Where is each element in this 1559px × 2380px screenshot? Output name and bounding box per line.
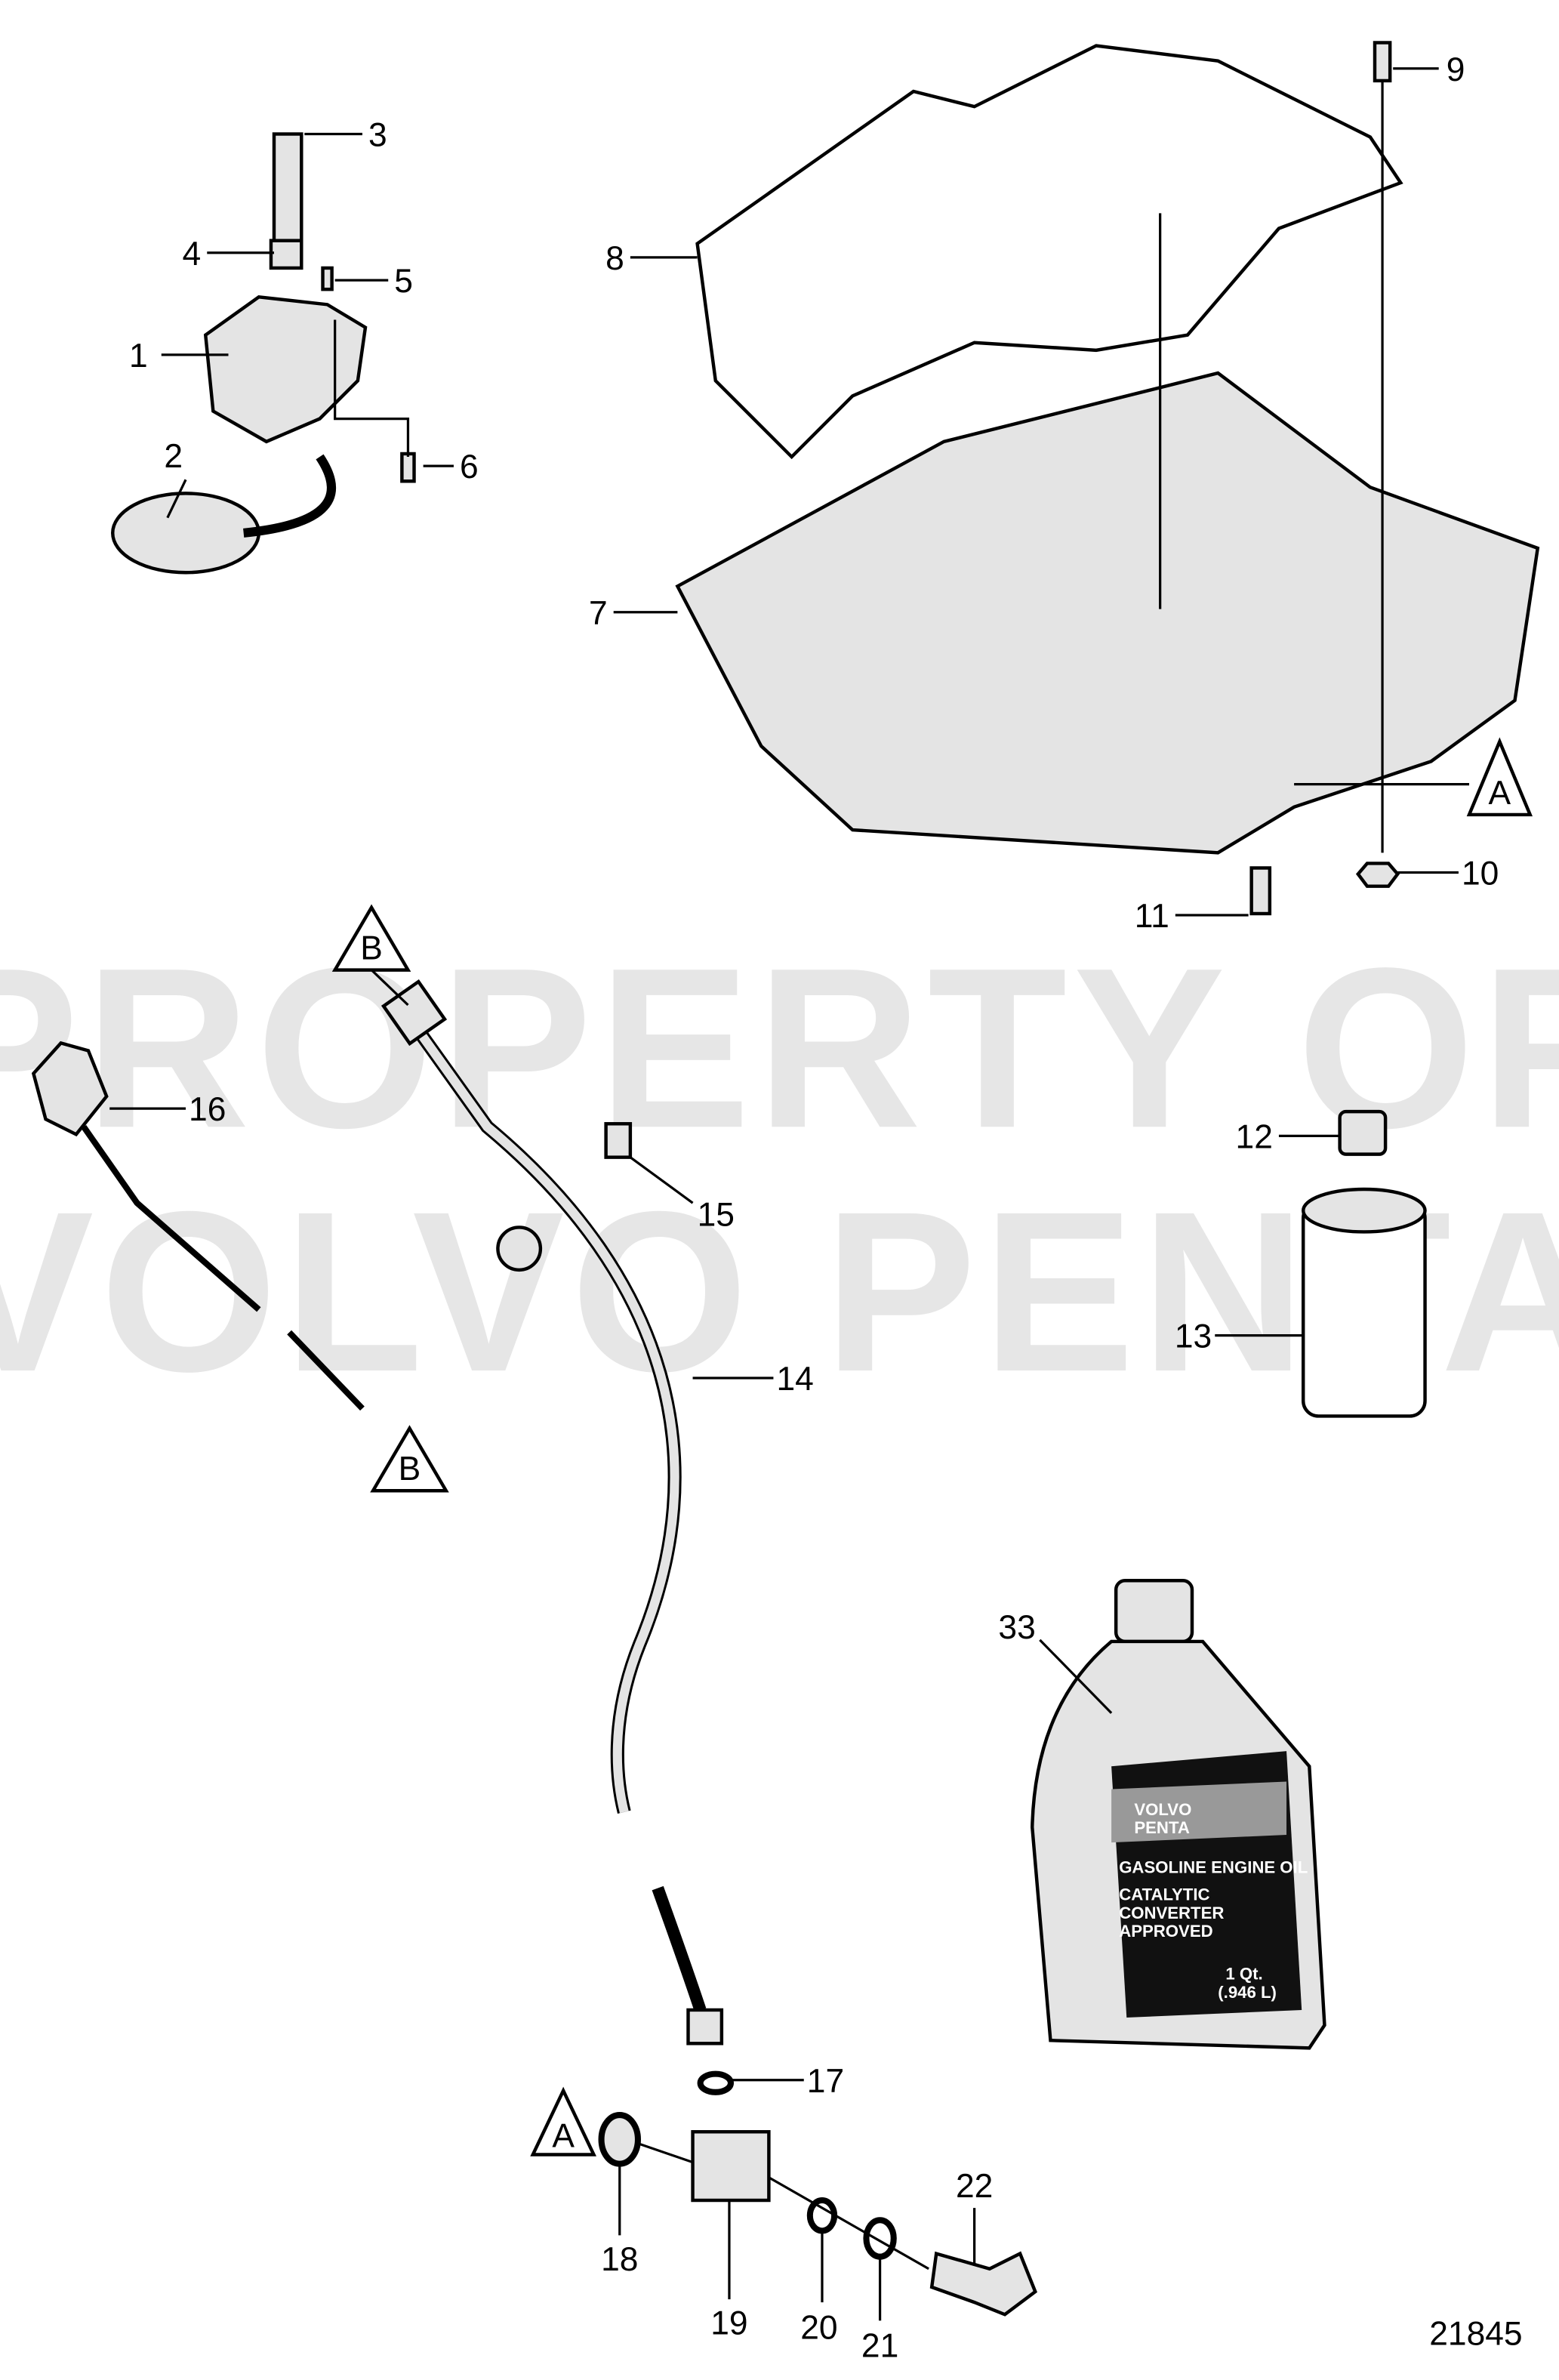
bottle-claim-1: CATALYTIC <box>1119 1885 1209 1904</box>
callout-19: 19 <box>710 2304 747 2341</box>
reference-b-marker: B <box>331 904 411 1007</box>
bracket-bolt-part <box>604 1122 633 1159</box>
bottle-claim-3: APPROVED <box>1119 1922 1212 1941</box>
engine-oil-bottle-part: VOLVO PENTA GASOLINE ENGINE OIL CATALYTI… <box>1031 1579 1326 2050</box>
callout-18: 18 <box>601 2241 638 2278</box>
filter-nipple-part <box>1338 1109 1388 1156</box>
watermark-line-1: PROPERTY OF <box>0 920 1559 1176</box>
bottle-volume-2: (.946 L) <box>1218 1983 1277 2002</box>
figure-number: 21845 <box>1429 2316 1522 2353</box>
hose-fitting-part <box>686 2008 724 2046</box>
washer-21-part <box>863 2217 897 2260</box>
o-ring-20-part <box>806 2197 838 2234</box>
bottle-volume-1: 1 Qt. <box>1225 1965 1262 1984</box>
callout-1: 1 <box>129 338 148 375</box>
callout-9: 9 <box>1447 51 1465 88</box>
callout-6: 6 <box>460 449 479 486</box>
oil-pan-gasket-part <box>695 44 1403 460</box>
callout-11: 11 <box>1135 898 1169 935</box>
callout-7: 7 <box>589 595 608 632</box>
callout-33: 33 <box>998 1609 1035 1646</box>
drain-plug-part <box>929 2251 1037 2317</box>
callout-21: 21 <box>861 2328 898 2365</box>
o-ring-17-part <box>697 2070 735 2095</box>
nut-part <box>1355 862 1400 888</box>
pan-bolt-part <box>1249 866 1272 916</box>
oil-pump-assembly <box>111 132 416 575</box>
oil-pump-part <box>203 294 368 444</box>
callout-14: 14 <box>776 1361 813 1398</box>
watermark-line-2: VOLVO PENTA <box>0 1164 1559 1420</box>
bottle-claim-2: CONVERTER <box>1119 1904 1224 1922</box>
sleeve-part <box>269 239 303 270</box>
washer-18-part <box>598 2112 641 2167</box>
callout-12: 12 <box>1236 1119 1273 1156</box>
reference-b-marker-2: B <box>370 1425 449 1493</box>
reference-a-marker-2: A <box>530 2086 596 2156</box>
callout-16: 16 <box>189 1091 226 1128</box>
callout-17: 17 <box>807 2063 844 2100</box>
reference-a-label: A <box>1489 775 1511 812</box>
bottle-product-name: GASOLINE ENGINE OIL <box>1119 1857 1308 1876</box>
pin-part <box>321 266 334 291</box>
callout-5: 5 <box>394 263 413 300</box>
oil-filter-part <box>1301 1201 1427 1418</box>
callout-15: 15 <box>698 1196 735 1233</box>
callout-4: 4 <box>183 236 202 273</box>
callout-10: 10 <box>1462 856 1499 892</box>
dipstick-handle-part <box>31 1040 109 1137</box>
callout-3: 3 <box>368 117 387 154</box>
callout-8: 8 <box>605 240 624 277</box>
oil-pan-part <box>675 371 1540 855</box>
callout-20: 20 <box>800 2310 837 2347</box>
reference-b-label-2: B <box>399 1451 421 1488</box>
bolt-part <box>400 452 416 483</box>
bottle-brand-line-1: VOLVO <box>1134 1800 1191 1819</box>
stud-part <box>1373 41 1392 83</box>
callout-22: 22 <box>956 2168 993 2205</box>
adapter-block-part <box>691 2130 771 2203</box>
reference-a-label-2: A <box>552 2117 575 2154</box>
reference-a-marker: A <box>1294 737 1533 817</box>
callout-2: 2 <box>164 438 183 475</box>
pickup-tube-part <box>272 132 303 258</box>
reference-b-label: B <box>360 929 383 966</box>
callout-13: 13 <box>1175 1318 1212 1355</box>
bottle-brand-line-2: PENTA <box>1134 1818 1190 1837</box>
strainer-part <box>111 492 261 575</box>
tube-bracket-part <box>496 1225 543 1272</box>
